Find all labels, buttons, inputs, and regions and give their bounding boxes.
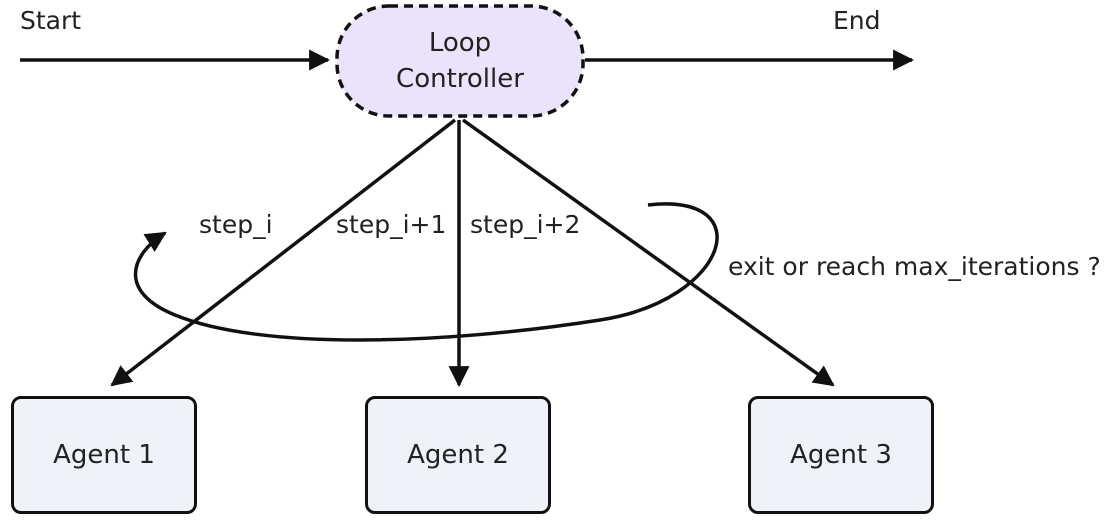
agent-label: Agent 3	[790, 440, 892, 470]
edge-to-agent-1	[110, 118, 457, 387]
loop-controller-line2: Controller	[396, 64, 524, 94]
agent-label: Agent 2	[407, 440, 509, 470]
edge-label-step-i-plus-1: step_i+1	[336, 210, 447, 239]
agent-label: Agent 1	[53, 440, 155, 470]
agent-node-1: Agent 1	[11, 396, 197, 514]
loop-condition-label: exit or reach max_iterations ?	[728, 252, 1101, 281]
loop-controller-node	[335, 4, 585, 118]
agent-node-2: Agent 2	[365, 396, 551, 514]
edge-label-step-i: step_i	[199, 210, 273, 239]
loop-arrow	[133, 202, 719, 342]
end-label: End	[833, 6, 881, 35]
start-label: Start	[20, 6, 82, 35]
loop-controller-label: Loop Controller	[337, 25, 583, 97]
edge-to-agent-3	[461, 118, 835, 387]
agent-node-3: Agent 3	[748, 396, 934, 514]
loop-controller-line1: Loop	[428, 28, 492, 58]
edge-label-step-i-plus-2: step_i+2	[470, 210, 581, 239]
